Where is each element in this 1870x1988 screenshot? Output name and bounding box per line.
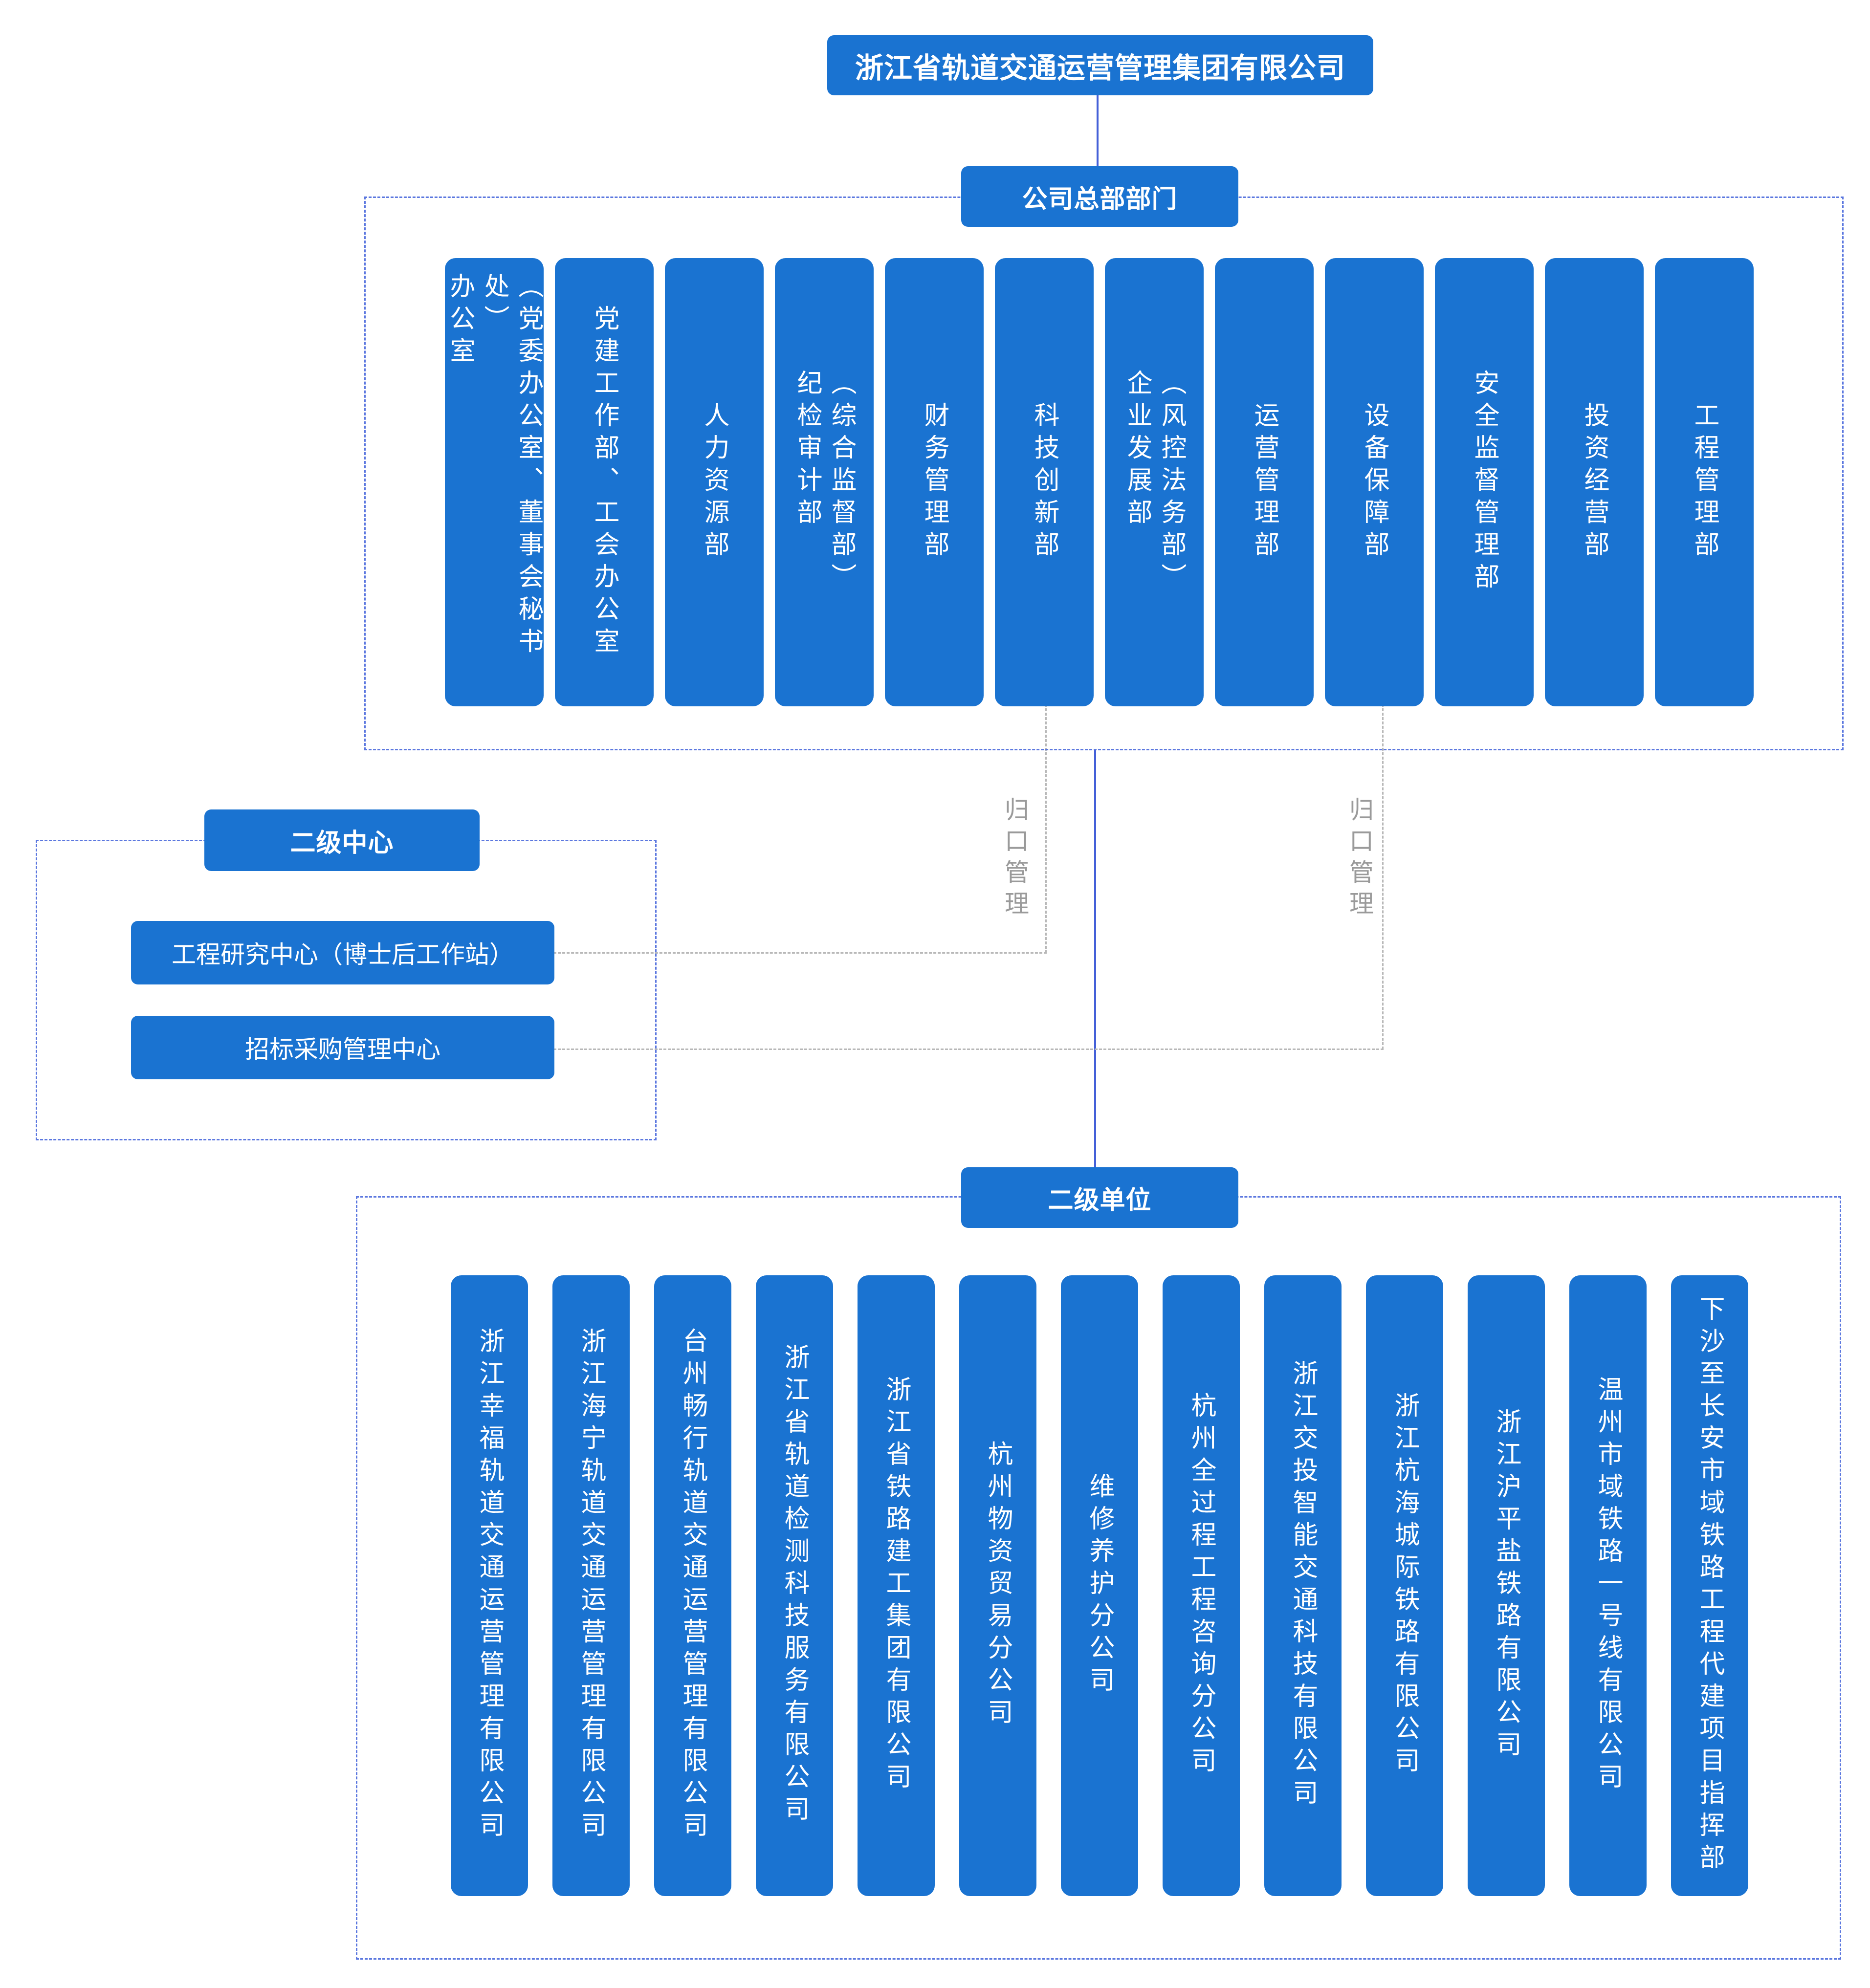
dept-operations-label: 运营管理部 [1250, 401, 1279, 563]
connector-tech-dept-horizontal [553, 952, 1047, 954]
dept-engineering: 工程管理部 [1655, 258, 1754, 706]
dept-operations: 运营管理部 [1215, 258, 1314, 706]
dept-tech-innovation-label: 科技创新部 [1030, 401, 1059, 563]
dept-enterprise-development-label: （风控法务部） 企业发展部 [1122, 369, 1186, 595]
dept-investment-label: 投资经营部 [1580, 401, 1609, 563]
dept-human-resources: 人力资源部 [665, 258, 764, 706]
dept-discipline-audit-label: （综合监督部） 纪检审计部 [792, 369, 856, 595]
unit-haining: 浙江海宁轨道交通运营管理有限公司 [552, 1275, 630, 1896]
unit-railway-construction: 浙江省铁路建工集团有限公司 [858, 1275, 935, 1896]
guikou-label-1: 归口管理 [997, 792, 1033, 927]
dept-human-resources-label: 人力资源部 [700, 401, 729, 563]
unit-wenzhou-s1-label: 温州市域铁路一号线有限公司 [1593, 1376, 1623, 1795]
dept-equipment: 设备保障部 [1325, 258, 1424, 706]
unit-xingfu-label: 浙江幸福轨道交通运营管理有限公司 [475, 1328, 504, 1844]
unit-consulting: 杭州全过程工程咨询分公司 [1163, 1275, 1240, 1896]
line-top-to-hq [1097, 95, 1099, 169]
dept-discipline-audit: （综合监督部） 纪检审计部 [775, 258, 874, 706]
unit-xiasha-changan-label: 下沙至长安市域铁路工程代建项目指挥部 [1695, 1295, 1724, 1876]
unit-railway-construction-label: 浙江省铁路建工集团有限公司 [881, 1376, 911, 1795]
dept-finance: 财务管理部 [885, 258, 984, 706]
dept-finance-label: 财务管理部 [920, 401, 949, 563]
unit-smart-transport-label: 浙江交投智能交通科技有限公司 [1288, 1360, 1318, 1812]
dept-tech-innovation: 科技创新部 [995, 258, 1094, 706]
unit-taizhou-label: 台州畅行轨道交通运营管理有限公司 [678, 1328, 707, 1844]
dept-engineering-label: 工程管理部 [1690, 401, 1719, 563]
dept-office-label: （党委办公室、董事会秘书处） 办公室 [445, 273, 543, 660]
unit-rail-inspection-label: 浙江省轨道检测科技服务有限公司 [780, 1344, 809, 1828]
connector-equipment-dept-horizontal [553, 1049, 1384, 1050]
center-procurement: 招标采购管理中心 [131, 1016, 554, 1079]
hq-departments-title: 公司总部部门 [961, 166, 1238, 227]
unit-materials-trade: 杭州物资贸易分公司 [959, 1275, 1036, 1896]
connector-equipment-dept-vertical [1382, 704, 1384, 1049]
secondary-units-title: 二级单位 [961, 1167, 1238, 1228]
line-hq-to-units [1094, 750, 1096, 1171]
dept-equipment-label: 设备保障部 [1360, 401, 1389, 563]
dept-investment: 投资经营部 [1545, 258, 1644, 706]
unit-xingfu: 浙江幸福轨道交通运营管理有限公司 [451, 1275, 528, 1896]
unit-consulting-label: 杭州全过程工程咨询分公司 [1187, 1392, 1216, 1779]
dept-office: （党委办公室、董事会秘书处） 办公室 [445, 258, 544, 706]
secondary-centers-group [36, 840, 657, 1140]
unit-maintenance-label: 维修养护分公司 [1085, 1473, 1114, 1699]
dept-enterprise-development: （风控法务部） 企业发展部 [1105, 258, 1204, 706]
dept-party-building-label: 党建工作部、工会办公室 [590, 305, 619, 660]
unit-taizhou: 台州畅行轨道交通运营管理有限公司 [654, 1275, 731, 1896]
unit-hupingyan-label: 浙江沪平盐铁路有限公司 [1492, 1408, 1521, 1763]
unit-smart-transport: 浙江交投智能交通科技有限公司 [1264, 1275, 1342, 1896]
guikou-label-2: 归口管理 [1342, 792, 1377, 927]
unit-hanghai-intercity: 浙江杭海城际铁路有限公司 [1366, 1275, 1443, 1896]
unit-maintenance: 维修养护分公司 [1061, 1275, 1138, 1896]
connector-tech-dept-vertical [1045, 704, 1047, 953]
unit-rail-inspection: 浙江省轨道检测科技服务有限公司 [756, 1275, 833, 1896]
unit-haining-label: 浙江海宁轨道交通运营管理有限公司 [576, 1328, 606, 1844]
unit-hanghai-intercity-label: 浙江杭海城际铁路有限公司 [1390, 1392, 1419, 1779]
unit-xiasha-changan: 下沙至长安市域铁路工程代建项目指挥部 [1671, 1275, 1748, 1896]
center-engineering-research: 工程研究中心（博士后工作站） [131, 921, 554, 984]
unit-materials-trade-label: 杭州物资贸易分公司 [983, 1441, 1012, 1731]
secondary-centers-title: 二级中心 [204, 809, 480, 871]
unit-hupingyan: 浙江沪平盐铁路有限公司 [1468, 1275, 1545, 1896]
unit-wenzhou-s1: 温州市域铁路一号线有限公司 [1569, 1275, 1647, 1896]
dept-safety-supervision: 安全监督管理部 [1435, 258, 1534, 706]
dept-safety-supervision-label: 安全监督管理部 [1470, 369, 1499, 595]
group-company-title: 浙江省轨道交通运营管理集团有限公司 [827, 35, 1373, 95]
dept-party-building: 党建工作部、工会办公室 [555, 258, 654, 706]
